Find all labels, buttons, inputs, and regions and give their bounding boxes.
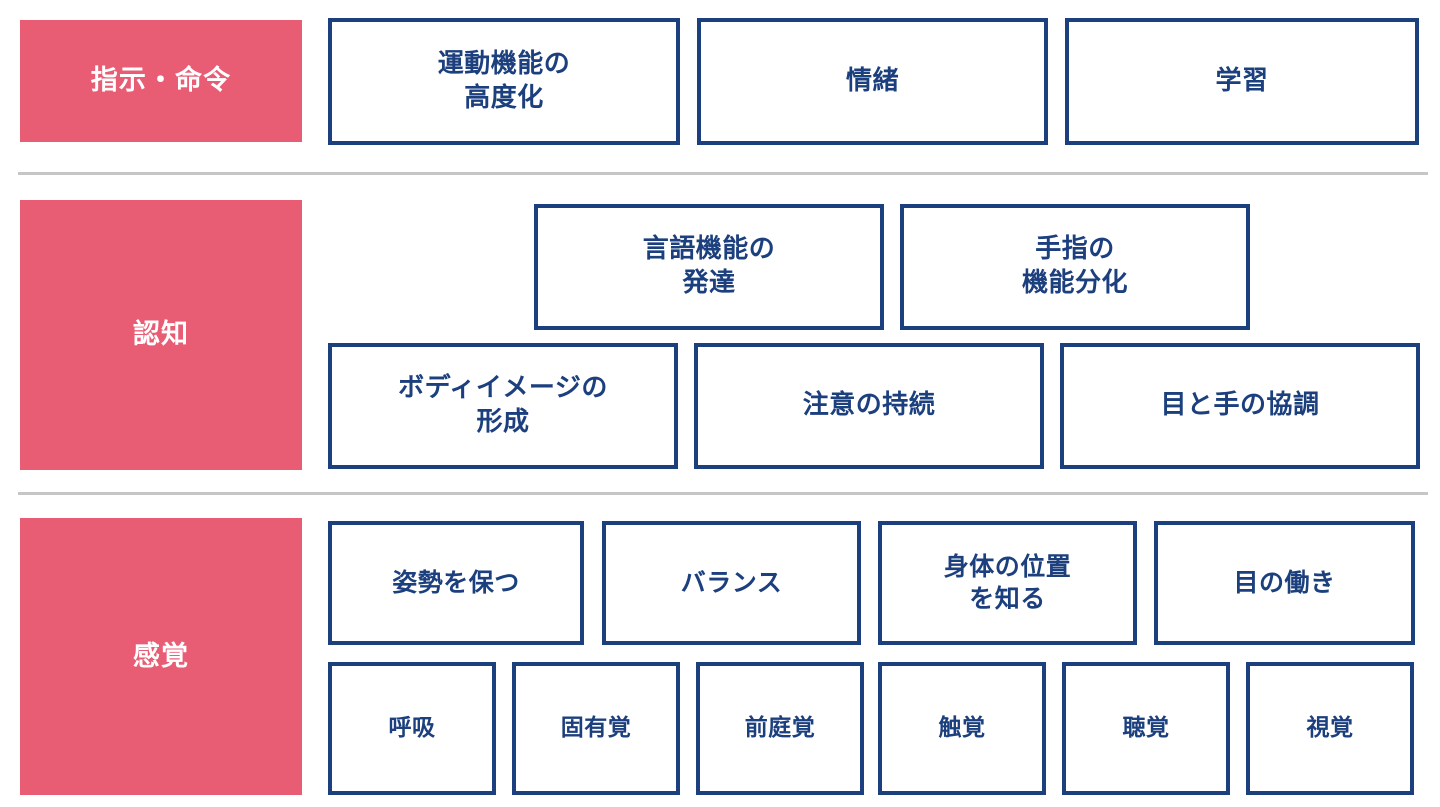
item-box-gengo-kinou-no-hattatsu[interactable]: 言語機能の 発達 [534,204,884,330]
item-box-shushi-no-kinou-bunka[interactable]: 手指の 機能分化 [900,204,1250,330]
row-divider-2 [18,492,1428,495]
category-label-row-3: 感覚 [20,518,302,795]
item-box-balance[interactable]: バランス [602,521,861,645]
item-box-chui-no-jizoku[interactable]: 注意の持続 [694,343,1044,469]
item-box-me-to-te-no-kyocho[interactable]: 目と手の協調 [1060,343,1420,469]
item-box-undo-kinou-no-koudoka[interactable]: 運動機能の 高度化 [328,18,680,145]
item-box-me-no-hataraki[interactable]: 目の働き [1154,521,1415,645]
item-box-zenteikaku[interactable]: 前庭覚 [696,662,864,795]
item-box-shikaku[interactable]: 視覚 [1246,662,1414,795]
item-box-chokaku[interactable]: 聴覚 [1062,662,1230,795]
item-box-gakushu[interactable]: 学習 [1065,18,1419,145]
item-box-jocho[interactable]: 情緒 [697,18,1048,145]
category-label-row-2: 認知 [20,200,302,470]
item-box-shintai-no-ichi-o-shiru[interactable]: 身体の位置 を知る [878,521,1137,645]
item-box-body-image-no-keisei[interactable]: ボディイメージの 形成 [328,343,678,469]
item-box-shisei-o-tamotsu[interactable]: 姿勢を保つ [328,521,584,645]
item-box-kokyu[interactable]: 呼吸 [328,662,496,795]
item-box-shokkaku[interactable]: 触覚 [878,662,1046,795]
row-divider-1 [18,172,1428,175]
item-box-koyukaku[interactable]: 固有覚 [512,662,680,795]
category-label-row-1: 指示・命令 [20,20,302,142]
